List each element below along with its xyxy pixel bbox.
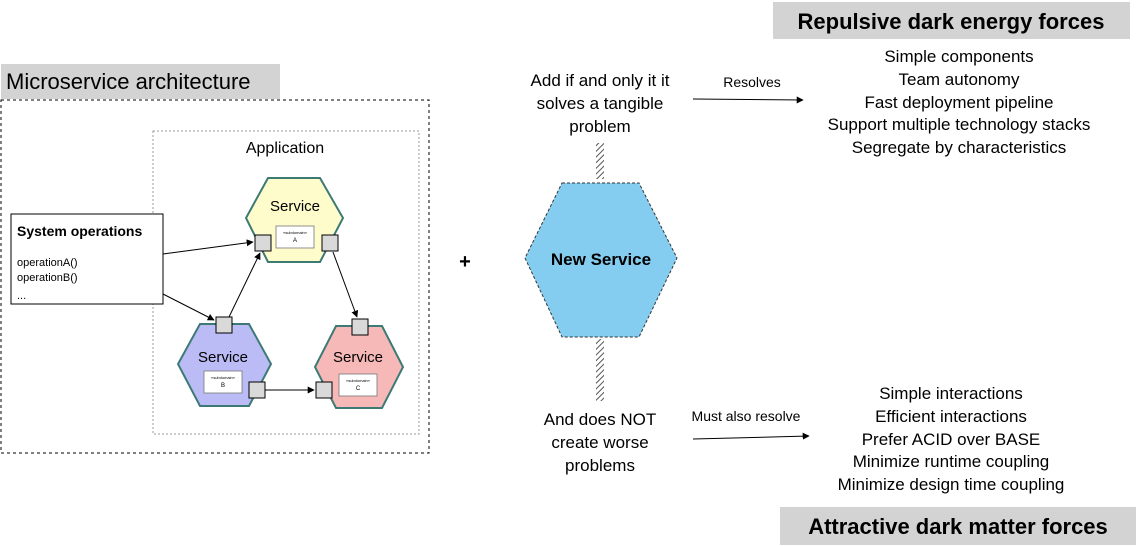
- new-service-label: New Service: [551, 250, 651, 269]
- service-c-label: Service: [333, 349, 383, 366]
- service-a-subdomain-name: A: [293, 238, 297, 244]
- resolves-arrow: [692, 96, 804, 104]
- service-c-port-top: [351, 318, 369, 336]
- repulsive-item: Team autonomy: [899, 70, 1020, 89]
- service-b-subdomain-stereotype: «subdomain»: [211, 375, 236, 380]
- plus-sign: +: [459, 251, 471, 273]
- application-boundary: [152, 130, 420, 435]
- service-b-hexagon: [176, 323, 273, 407]
- microservice-architecture-title-bg: [1, 64, 280, 99]
- system-operation-b: operationB(): [17, 272, 78, 284]
- service-b-subdomain-box: [203, 370, 243, 394]
- top-text-line-3: problem: [569, 117, 630, 136]
- service-b-subdomain-name: B: [221, 383, 225, 389]
- repulsive-item: Support multiple technology stacks: [828, 115, 1091, 134]
- service-c-port-left: [315, 381, 333, 399]
- application-label: Application: [246, 140, 324, 157]
- resolves-label: Resolves: [723, 74, 781, 90]
- service-c: Service «subdomain» C: [313, 318, 405, 409]
- system-operation-ellipsis: ...: [17, 290, 26, 302]
- repulsive-item: Segregate by characteristics: [852, 138, 1067, 157]
- attractive-title: Attractive dark matter forces: [808, 514, 1108, 539]
- repulsive-item: Fast deployment pipeline: [864, 93, 1053, 112]
- service-c-subdomain-box: [338, 373, 378, 397]
- repulsive-title-bg: [773, 2, 1130, 39]
- service-a-port-right: [321, 234, 339, 252]
- service-a-subdomain-box: [275, 225, 315, 249]
- hatched-connector-top: [596, 143, 604, 179]
- service-b-port-right: [248, 381, 266, 399]
- attractive-item: Minimize design time coupling: [838, 475, 1065, 494]
- top-text-line-1: Add if and only it it: [531, 71, 670, 90]
- must-also-resolve-arrow: [692, 432, 810, 440]
- new-service-hexagon: [524, 182, 678, 338]
- top-text-line-2: solves a tangible: [537, 94, 664, 113]
- system-operations-title: System operations: [17, 223, 142, 239]
- service-a-port-left: [254, 234, 272, 252]
- service-c-hexagon: [313, 325, 405, 409]
- arrow-service-a-to-service-c: [332, 251, 359, 318]
- service-b-label: Service: [198, 349, 248, 366]
- attractive-item: Prefer ACID over BASE: [862, 430, 1041, 449]
- microservice-architecture-title: Microservice architecture: [6, 69, 251, 94]
- service-a: Service «subdomain» A: [244, 177, 345, 263]
- repulsive-title: Repulsive dark energy forces: [798, 9, 1105, 34]
- attractive-item: Simple interactions: [879, 384, 1023, 403]
- service-a-label: Service: [270, 198, 320, 215]
- attractive-title-bg: [780, 507, 1136, 545]
- bottom-text-line-3: problems: [565, 456, 635, 475]
- service-c-subdomain-stereotype: «subdomain»: [346, 378, 371, 383]
- system-operations-box: [10, 213, 164, 305]
- system-operation-a: operationA(): [17, 257, 78, 269]
- service-b: Service «subdomain» B: [176, 316, 273, 407]
- arrow-sysops-to-service-b: [162, 293, 215, 321]
- service-a-subdomain-stereotype: «subdomain»: [283, 230, 308, 235]
- arrow-sysops-to-service-a: [162, 239, 254, 255]
- repulsive-item: Simple components: [884, 47, 1033, 66]
- service-c-subdomain-name: C: [356, 386, 361, 392]
- attractive-item: Efficient interactions: [875, 407, 1027, 426]
- arrow-service-b-to-service-a: [228, 252, 261, 318]
- bottom-text-line-1: And does NOT: [544, 410, 656, 429]
- must-also-resolve-label: Must also resolve: [692, 408, 801, 424]
- hatched-connector-bottom: [596, 339, 604, 401]
- attractive-item: Minimize runtime coupling: [853, 452, 1050, 471]
- bottom-text-line-2: create worse: [551, 433, 648, 452]
- service-b-port-top: [215, 316, 233, 334]
